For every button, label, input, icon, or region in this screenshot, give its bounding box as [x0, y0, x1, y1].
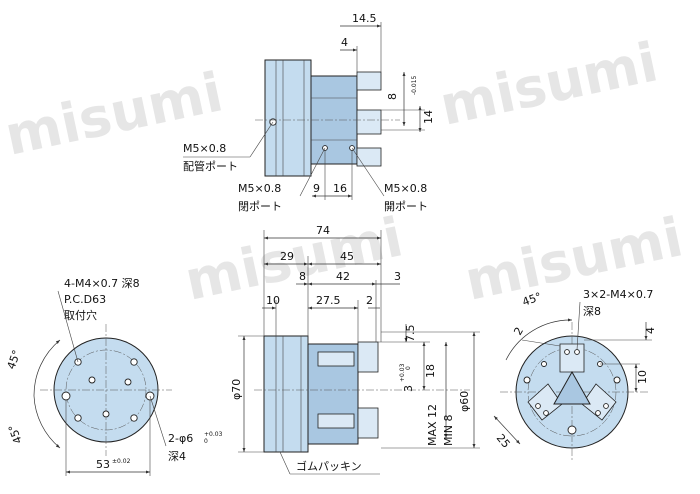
right-dim-4: 4: [644, 327, 657, 334]
left-pin-tol-low: 0: [204, 438, 208, 445]
top-view: 14.5 4 8 -0.015 14 M5×0.8 配管ポート M5×0.8 閉…: [183, 12, 435, 213]
top-jaw-lower: [356, 147, 382, 167]
right-dim-2: 2: [511, 325, 526, 338]
mount-hole: [130, 358, 138, 366]
supply-port-label: 配管ポート: [183, 159, 238, 173]
side-dim-dia70: φ70: [230, 379, 243, 400]
dim-16: 16: [333, 182, 347, 195]
jaw-top: [559, 343, 585, 373]
side-jaw-lower: [357, 407, 379, 439]
jaw-tap-hole: [535, 403, 541, 409]
side-dim-2: 2: [366, 294, 373, 307]
left-dim-53: 53: [96, 458, 110, 471]
side-dim-42: 42: [336, 270, 350, 283]
left-tap-spec: 4-M4×0.7 深8: [64, 277, 140, 290]
left-mount-hole-label: 取付穴: [64, 308, 97, 322]
left-view: 4-M4×0.7 深8 P.C.D63 取付穴 45° 45° 2-φ6 +0.…: [5, 277, 223, 476]
open-port-label: 開ポート: [384, 200, 428, 213]
side-body-flange: [263, 335, 309, 453]
open-port-thread: M5×0.8: [384, 182, 427, 195]
dim-14: 14: [422, 110, 435, 124]
jaw-tap-hole: [595, 410, 601, 416]
jaw-tap-hole: [603, 403, 609, 409]
mount-hole: [74, 414, 82, 422]
jaw-center: [553, 370, 591, 405]
right-dim-10: 10: [636, 370, 649, 384]
dim-8-tolerance: -0.015: [411, 75, 418, 95]
side-dim-3: 3: [394, 270, 401, 283]
pin-hole: [61, 391, 71, 401]
watermark-text: misumi: [460, 205, 688, 312]
side-dim-27-5: 27.5: [316, 294, 341, 307]
side-view: 74 29 45 8 42 3 10 27.5 2 7.5 18 3 +0.03…: [230, 224, 480, 475]
dim-14-5: 14.5: [352, 12, 377, 25]
supply-port-thread: M5×0.8: [183, 142, 226, 155]
right-tap-depth: 深8: [583, 305, 601, 318]
left-pin-hole: 2-φ6: [168, 432, 193, 445]
right-angle: 45°: [521, 290, 544, 309]
dim-9: 9: [313, 182, 320, 195]
mount-hole: [523, 376, 531, 384]
side-slot: [317, 413, 355, 429]
close-port-thread: M5×0.8: [238, 182, 281, 195]
dim-8: 8: [386, 93, 399, 100]
side-dim-3-tol-low: 0: [405, 366, 412, 370]
close-port-label: 閉ポート: [238, 200, 282, 213]
small-hole: [541, 361, 547, 367]
side-stroke-min: MIN 8: [442, 415, 455, 446]
side-dim-3-small: 3: [402, 385, 415, 392]
left-pcd: P.C.D63: [64, 293, 106, 306]
right-view: 3×2-M4×0.7 深8 45° 2 4 10 25: [494, 288, 657, 462]
side-dim-dia60: φ60: [458, 391, 471, 412]
side-dim-18: 18: [424, 364, 437, 378]
left-angle-bottom: 45°: [6, 423, 25, 446]
mount-hole: [130, 414, 138, 422]
top-body-flange: [264, 59, 312, 177]
right-tap-spec: 3×2-M4×0.7: [583, 288, 653, 301]
side-dim-7-5: 7.5: [404, 325, 417, 343]
left-pin-tol: +0.03: [204, 431, 223, 438]
side-jaw-upper: [357, 341, 379, 373]
right-dim-25: 25: [494, 432, 513, 451]
side-dim-45: 45: [340, 250, 354, 263]
left-angle-top: 45°: [5, 348, 24, 371]
dim-4: 4: [341, 36, 348, 49]
mount-hole: [613, 376, 621, 384]
port-hole: [102, 410, 110, 418]
port-hole: [88, 376, 96, 384]
side-dim-10: 10: [266, 294, 280, 307]
side-dim-29: 29: [280, 250, 294, 263]
jaw-tap-hole: [543, 410, 549, 416]
side-dim-3-tol: +0.03: [399, 363, 406, 382]
side-gasket-label: ゴムパッキン: [296, 459, 362, 473]
jaw-tap-hole: [574, 349, 580, 355]
left-pin-depth: 深4: [168, 450, 186, 463]
mount-hole: [567, 425, 577, 435]
side-stroke-max: MAX 12: [426, 404, 439, 446]
side-dim-74: 74: [316, 224, 330, 237]
watermark-text: misumi: [435, 30, 663, 137]
top-jaw-upper: [356, 71, 382, 91]
jaw-tap-hole: [564, 349, 570, 355]
left-dim-53-tol: ±0.02: [112, 458, 131, 465]
port-hole: [124, 378, 132, 386]
top-jaw-middle: [356, 109, 382, 135]
side-dim-8: 8: [299, 270, 306, 283]
side-slot: [317, 351, 355, 367]
